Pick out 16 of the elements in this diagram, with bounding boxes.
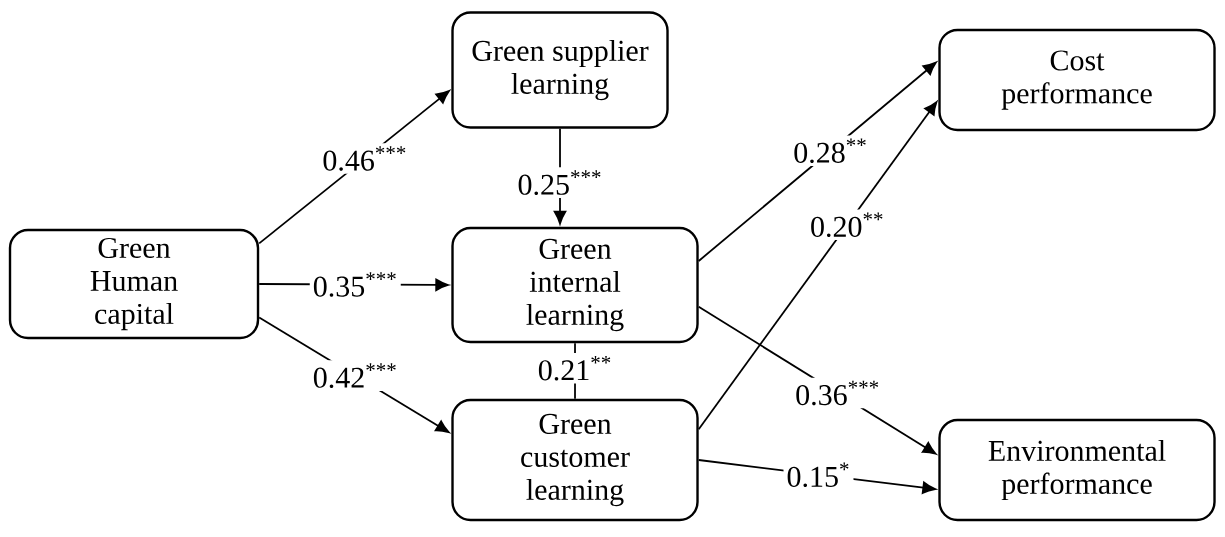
process-box: Environmental performance — [938, 418, 1216, 522]
process-box: Green Human capital — [8, 228, 260, 340]
edge-label: 0.46$^{***}$ — [319, 143, 411, 174]
process-box: Green internal learning — [451, 226, 699, 344]
edge-label: 0.20$^{**}$ — [807, 209, 888, 241]
edge-label: 0.36$^{***}$ — [792, 377, 884, 409]
arrow — [697, 101, 938, 431]
edge-label: 0.21$^{**}$ — [534, 352, 616, 384]
edge-label: 0.28$^{**}$ — [790, 135, 871, 166]
edge-label: 0.35$^{***}$ — [309, 269, 401, 300]
process-box: Green supplier learning — [451, 11, 669, 129]
edge-label: 0.42$^{***}$ — [309, 360, 401, 391]
edge-label: 0.25$^{***}$ — [514, 167, 606, 198]
process-box: Cost performance — [938, 28, 1216, 132]
edge-label: 0.15$^{*}$ — [783, 459, 854, 491]
process-box: Green customer learning — [451, 398, 699, 522]
